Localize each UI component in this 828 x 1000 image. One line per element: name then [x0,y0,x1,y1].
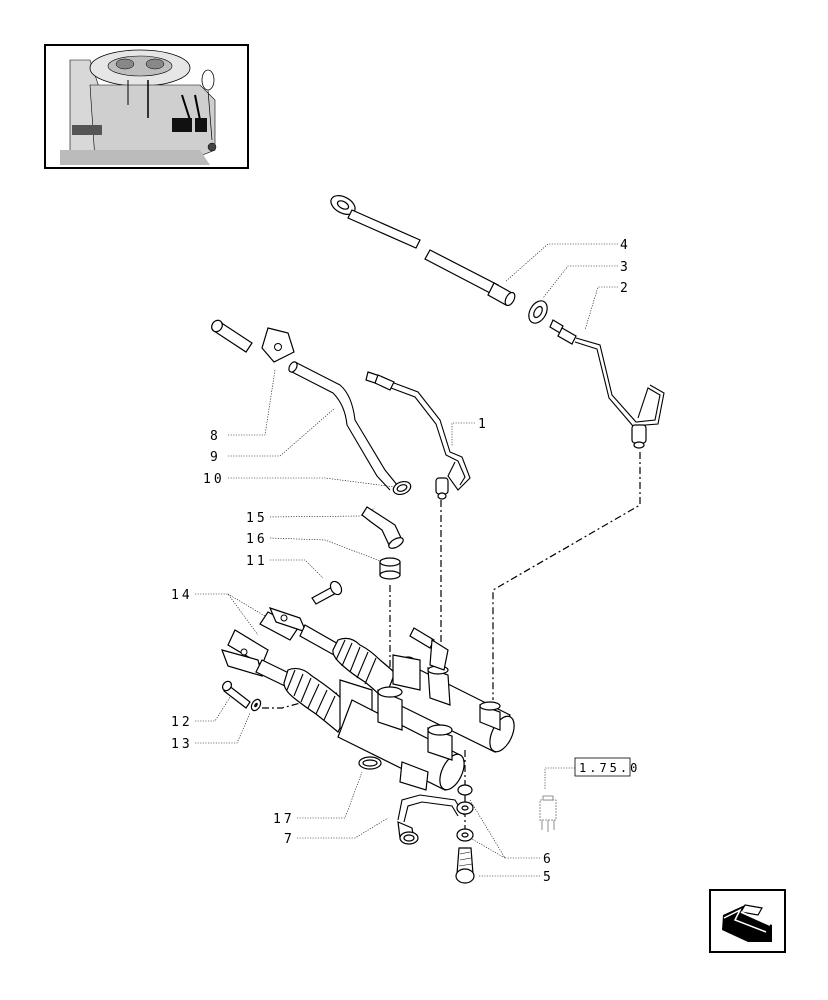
reference-sensor-icon [539,795,557,832]
part-5-banjo-bolt [455,847,475,884]
callout-9: 9 [210,450,221,465]
callout-16: 16 [246,532,268,547]
part-8-plug [211,319,295,363]
part-6-washers [456,784,474,842]
part-17-seal [358,756,382,770]
part-15-elbow [361,506,404,549]
callout-13: 13 [171,737,193,752]
reference-callout[interactable]: 1.75.0 [539,757,640,832]
callout-11: 11 [246,554,268,569]
part-4-clevis-rod [330,195,516,307]
part-14-master-cylinders [221,607,515,791]
callout-12: 12 [171,715,193,730]
part-3-washer [528,300,548,324]
callout-10: 10 [203,472,225,487]
part-2-pipe [549,319,665,449]
callout-labels: 4 3 2 1 8 9 10 15 16 11 14 12 13 17 7 6 … [171,238,631,885]
return-nav-button[interactable] [709,889,786,953]
part-1-pipe [365,371,471,500]
part-9-hose [288,361,399,491]
thumbnail-image [60,49,217,165]
callout-8: 8 [210,429,221,444]
part-10-clamp [392,480,412,496]
part-7-pipe [397,794,465,845]
callout-15: 15 [246,511,268,526]
callout-5: 5 [543,870,554,885]
callout-1: 1 [478,417,489,432]
return-arrow-icon [722,904,772,942]
callout-14: 14 [171,588,193,603]
callout-17: 17 [273,812,295,827]
callout-6: 6 [543,852,554,867]
reference-label: 1.75.0 [579,761,640,775]
callout-2: 2 [620,281,631,296]
part-12-bolt [221,680,251,709]
callout-3: 3 [620,260,631,275]
callout-4: 4 [620,238,631,253]
part-13-washer [250,698,262,712]
part-16-grommet [379,557,401,580]
location-thumbnail [44,44,249,169]
callout-7: 7 [284,832,295,847]
part-11-pin [311,580,343,605]
